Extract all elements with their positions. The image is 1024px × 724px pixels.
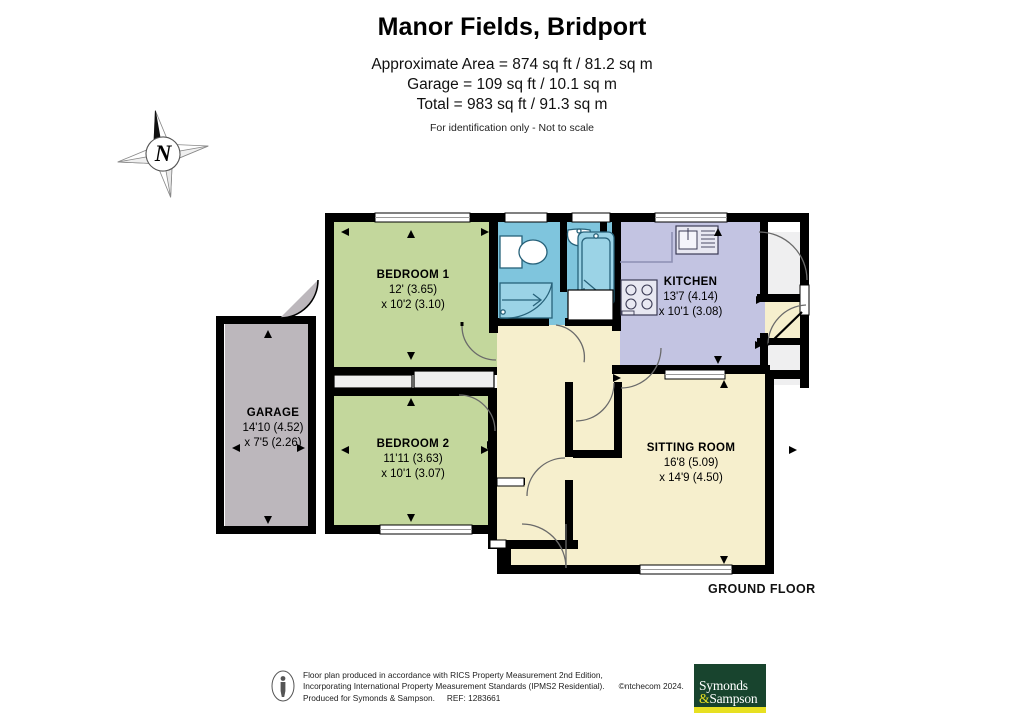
store-fill-top — [765, 232, 805, 294]
plan-header: Manor Fields, Bridport Approximate Area … — [0, 13, 1024, 134]
footer-ref: REF: 1283661 — [446, 692, 501, 703]
sink-icon — [675, 225, 719, 255]
bathroom-fixtures — [499, 228, 592, 319]
porch-fill — [765, 300, 805, 340]
room-label-garage: GARAGE 14'10 (4.52) x 7'5 (2.26) — [213, 406, 333, 451]
bathroom-fill — [497, 222, 619, 325]
garage-dim2: x 7'5 (2.26) — [244, 437, 302, 449]
room-label-bedroom2: BEDROOM 2 11'11 (3.63) x 10'1 (3.07) — [343, 437, 483, 482]
walls — [216, 213, 809, 574]
total-area-text: Total = 983 sq ft / 91.3 sq m — [416, 95, 608, 113]
logo-accent-bar — [694, 707, 766, 713]
plan-footer: Floor plan produced in accordance with R… — [270, 664, 790, 714]
bedroom2-dim2: x 10'1 (3.07) — [381, 468, 445, 480]
approx-area-text: Approximate Area = 874 sq ft / 81.2 sq m — [371, 55, 653, 73]
kitchen-dim1: 13'7 (4.14) — [663, 291, 718, 303]
logo-line-1: Symonds — [699, 678, 748, 693]
compass-rose: N — [113, 106, 213, 202]
kitchen-dim2: x 10'1 (3.08) — [658, 306, 723, 318]
room-label-bedroom1: BEDROOM 1 12' (3.65) x 10'2 (3.10) — [343, 268, 483, 313]
person-icon — [270, 670, 296, 702]
room-label-kitchen: KITCHEN 13'7 (4.14) x 10'1 (3.08) — [618, 275, 763, 320]
compass-north-label: N — [154, 141, 173, 166]
logo-ampersand: & — [699, 691, 710, 706]
footer-text-block: Floor plan produced in accordance with R… — [303, 670, 723, 704]
logo-line-2: &Sampson — [699, 691, 758, 707]
bedroom1-name: BEDROOM 1 — [376, 269, 450, 281]
page-title: Manor Fields, Bridport — [377, 13, 647, 41]
garage-name: GARAGE — [246, 407, 300, 419]
footer-line-3: Produced for Symonds & Sampson. — [303, 692, 435, 703]
garage-area-text: Garage = 109 sq ft / 10.1 sq m — [407, 75, 617, 93]
ground-floor-label: GROUND FLOOR — [708, 582, 816, 596]
bedroom2-name: BEDROOM 2 — [376, 438, 450, 450]
bedroom1-dim2: x 10'2 (3.10) — [381, 299, 445, 311]
footer-line-2: Incorporating International Property Mea… — [303, 681, 605, 692]
cupboards — [333, 370, 495, 389]
bath-fixture — [577, 231, 615, 307]
kitchen-name: KITCHEN — [663, 276, 718, 288]
logo-sampson: Sampson — [709, 691, 758, 706]
sitting-room-name: SITTING ROOM — [646, 442, 736, 454]
airing-cupboard — [567, 289, 614, 321]
symonds-sampson-logo: Symonds &Sampson — [694, 664, 766, 713]
footer-line-1: Floor plan produced in accordance with R… — [303, 670, 603, 680]
bedroom1-dim1: 12' (3.65) — [388, 284, 438, 296]
garage-dim1: 14'10 (4.52) — [242, 422, 304, 434]
room-label-sitting-room: SITTING ROOM 16'8 (5.09) x 14'9 (4.50) — [617, 441, 765, 486]
disclaimer-text: For identification only - Not to scale — [430, 121, 594, 134]
footer-copyright: ©ntchecom 2024. — [618, 681, 684, 692]
sitting-room-dim2: x 14'9 (4.50) — [659, 472, 723, 484]
bedroom2-dim1: 11'11 (3.63) — [383, 453, 443, 465]
sitting-room-dim1: 16'8 (5.09) — [663, 457, 719, 469]
hall-fill — [497, 325, 575, 570]
store-fill-bottom — [765, 345, 805, 385]
